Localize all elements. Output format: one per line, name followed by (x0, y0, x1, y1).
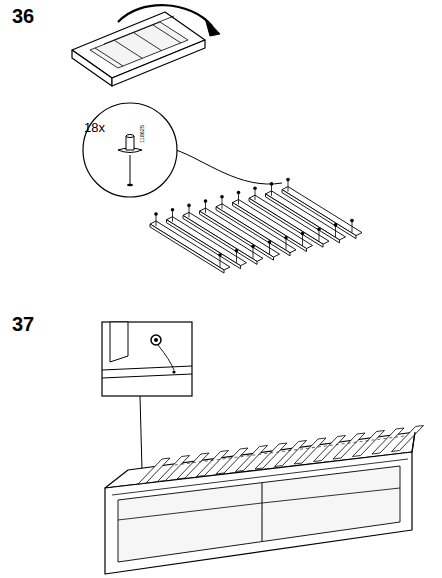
pin (237, 191, 241, 195)
pin-body (126, 136, 134, 150)
leader-line (176, 150, 282, 184)
frame-rail (104, 16, 174, 44)
rail-edge (102, 366, 192, 370)
pin (286, 178, 290, 182)
detail-callout (83, 103, 282, 197)
pin-line (335, 226, 336, 237)
slat-top (150, 221, 230, 270)
pin (317, 227, 321, 231)
pin-line (156, 215, 157, 226)
pin (204, 199, 208, 203)
leader-line (140, 396, 142, 470)
zoom-detail (102, 322, 192, 470)
slat (392, 426, 424, 452)
quantity-label: 18x (84, 121, 105, 134)
frame-edge (412, 432, 415, 452)
insert-line (158, 345, 174, 370)
pin (154, 212, 158, 216)
callout-circle (83, 103, 177, 197)
step-number: 36 (12, 6, 34, 26)
hole (151, 335, 161, 345)
frame-opening (90, 22, 188, 68)
flipping-frame (72, 5, 220, 86)
pin-line (271, 185, 272, 196)
slats (150, 178, 362, 273)
post (110, 322, 128, 362)
pin-line (352, 222, 353, 233)
pin-line (319, 230, 320, 241)
pin-line (222, 198, 223, 209)
pin-line (205, 202, 206, 213)
pin (171, 208, 175, 212)
step-number: 37 (12, 314, 34, 334)
pin (270, 182, 274, 186)
pin-line (236, 252, 237, 263)
pin-line (172, 211, 173, 222)
pin-line (302, 235, 303, 246)
pin-line (255, 189, 256, 200)
part-number: 118625 (140, 125, 146, 143)
pin (218, 253, 222, 257)
pin (334, 223, 338, 227)
slat-side (150, 224, 224, 273)
pin-line (238, 194, 239, 205)
pin (268, 240, 272, 244)
pin-top (126, 135, 134, 138)
pin-line (220, 256, 221, 267)
rotate-arrow (118, 5, 212, 26)
pin (350, 219, 354, 223)
frame-slat-rail (114, 40, 142, 58)
frame-front (105, 452, 412, 574)
bed-frame (105, 426, 424, 575)
pin (235, 249, 239, 253)
pin-line (189, 206, 190, 217)
pin (253, 186, 257, 190)
frame-slat-rail (95, 48, 123, 66)
pin-line (286, 239, 287, 250)
divider (262, 483, 263, 541)
arrow-head (205, 18, 220, 36)
pin (284, 236, 288, 240)
hole-center (154, 338, 158, 342)
frame-slat-rail (153, 25, 181, 43)
pin-line (253, 247, 254, 258)
pin (251, 245, 255, 249)
pin-axis (130, 155, 131, 185)
drawer-edge (262, 488, 400, 503)
pin (301, 232, 305, 236)
zoom-box (102, 322, 192, 396)
pin (172, 370, 175, 373)
drawer-edge (118, 503, 262, 520)
pin-line (288, 181, 289, 192)
frame-slat-rail (134, 33, 162, 51)
center-rail (175, 436, 405, 465)
pin (220, 195, 224, 199)
pin (187, 204, 191, 208)
hole (127, 184, 133, 186)
pin-line (269, 243, 270, 254)
rail-edge (102, 374, 192, 378)
